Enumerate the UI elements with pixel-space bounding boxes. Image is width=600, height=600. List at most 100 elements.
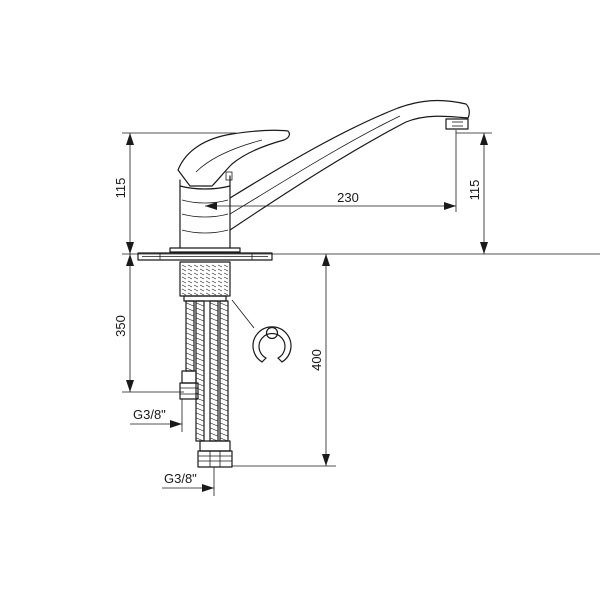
- hatch-line: [193, 280, 199, 284]
- hatch-line: [220, 387, 228, 392]
- hatch-line: [196, 432, 204, 437]
- hatch-line: [181, 268, 187, 272]
- hatch-line: [210, 322, 218, 327]
- mounting-stud: [179, 261, 231, 302]
- hatch-line: [210, 317, 218, 322]
- hatch-line: [181, 276, 187, 280]
- hatch-line: [205, 284, 211, 288]
- hatch-line: [199, 276, 205, 280]
- hatch-line: [186, 307, 194, 312]
- hatch-line: [205, 292, 211, 296]
- hatch-line: [196, 307, 204, 312]
- hatch-line: [186, 352, 194, 357]
- hatch-line: [210, 357, 218, 362]
- hatch-line: [181, 284, 187, 288]
- hatch-line: [187, 272, 193, 276]
- hatch-line: [217, 264, 223, 268]
- hatch-line: [186, 302, 194, 307]
- hatch-line: [211, 280, 217, 284]
- hatch-line: [199, 288, 205, 292]
- hatch-line: [217, 280, 223, 284]
- hatch-line: [220, 312, 228, 317]
- dim-text-350: 350: [113, 315, 128, 337]
- horseshoe-washer: [231, 299, 292, 363]
- hatch-line: [223, 284, 229, 288]
- hatch-line: [196, 302, 204, 307]
- hatch-line: [196, 352, 204, 357]
- hatch-line: [211, 264, 217, 268]
- hatch-line: [210, 347, 218, 352]
- hatch-line: [211, 288, 217, 292]
- hatch-line: [220, 322, 228, 327]
- hatch-line: [210, 327, 218, 332]
- hatch-line: [187, 268, 193, 272]
- hatch-line: [181, 292, 187, 296]
- hatch-line: [220, 327, 228, 332]
- hatch-line: [196, 332, 204, 337]
- hatch-line: [223, 264, 229, 268]
- hatch-line: [193, 268, 199, 272]
- hatch-line: [223, 276, 229, 280]
- hatch-line: [210, 372, 218, 377]
- hatch-line: [217, 276, 223, 280]
- hatch-line: [186, 347, 194, 352]
- hatch-line: [196, 412, 204, 417]
- hatch-line: [193, 284, 199, 288]
- hatch-line: [193, 292, 199, 296]
- hatch-line: [223, 288, 229, 292]
- hatch-line: [220, 302, 228, 307]
- hatch-line: [220, 307, 228, 312]
- flexible-hoses: [185, 300, 229, 442]
- hatch-line: [205, 268, 211, 272]
- hatch-line: [223, 280, 229, 284]
- hatch-line: [199, 280, 205, 284]
- hatch-line: [223, 268, 229, 272]
- hose-nut-lower: [197, 440, 233, 468]
- hatch-line: [196, 337, 204, 342]
- hatch-line: [210, 407, 218, 412]
- hatch-line: [181, 288, 187, 292]
- hatch-line: [196, 427, 204, 432]
- hatch-line: [211, 276, 217, 280]
- hatch-line: [217, 288, 223, 292]
- hatch-line: [210, 332, 218, 337]
- hatch-line: [196, 347, 204, 352]
- hatch-line: [187, 276, 193, 280]
- hatch-line: [220, 397, 228, 402]
- hatch-line: [205, 272, 211, 276]
- hatch-line: [210, 362, 218, 367]
- hatch-line: [196, 362, 204, 367]
- hatch-line: [199, 284, 205, 288]
- hatch-line: [210, 342, 218, 347]
- hatch-line: [187, 284, 193, 288]
- hatch-line: [187, 292, 193, 296]
- hatch-line: [181, 280, 187, 284]
- hatch-line: [210, 352, 218, 357]
- hatch-line: [187, 264, 193, 268]
- hatch-line: [193, 288, 199, 292]
- hatch-line: [196, 367, 204, 372]
- dim-text-115-right: 115: [467, 180, 482, 201]
- hatch-line: [217, 284, 223, 288]
- hatch-line: [210, 402, 218, 407]
- hatch-line: [220, 357, 228, 362]
- dim-text-thread-lower: G3/8": [164, 471, 197, 486]
- hatch-line: [210, 367, 218, 372]
- hatch-line: [220, 412, 228, 417]
- hatch-line: [196, 357, 204, 362]
- hatch-line: [220, 417, 228, 422]
- hatch-line: [220, 377, 228, 382]
- hatch-line: [220, 427, 228, 432]
- hatch-line: [220, 402, 228, 407]
- hose-nut-upper: [179, 370, 199, 400]
- hatch-line: [210, 337, 218, 342]
- hatch-line: [220, 367, 228, 372]
- faucet-body: [177, 99, 470, 249]
- hatch-line: [220, 352, 228, 357]
- dim-text-400: 400: [309, 349, 324, 371]
- hatch-line: [210, 307, 218, 312]
- hatch-line: [199, 268, 205, 272]
- hatch-line: [220, 407, 228, 412]
- dim-text-230: 230: [337, 190, 359, 205]
- hatch-line: [196, 402, 204, 407]
